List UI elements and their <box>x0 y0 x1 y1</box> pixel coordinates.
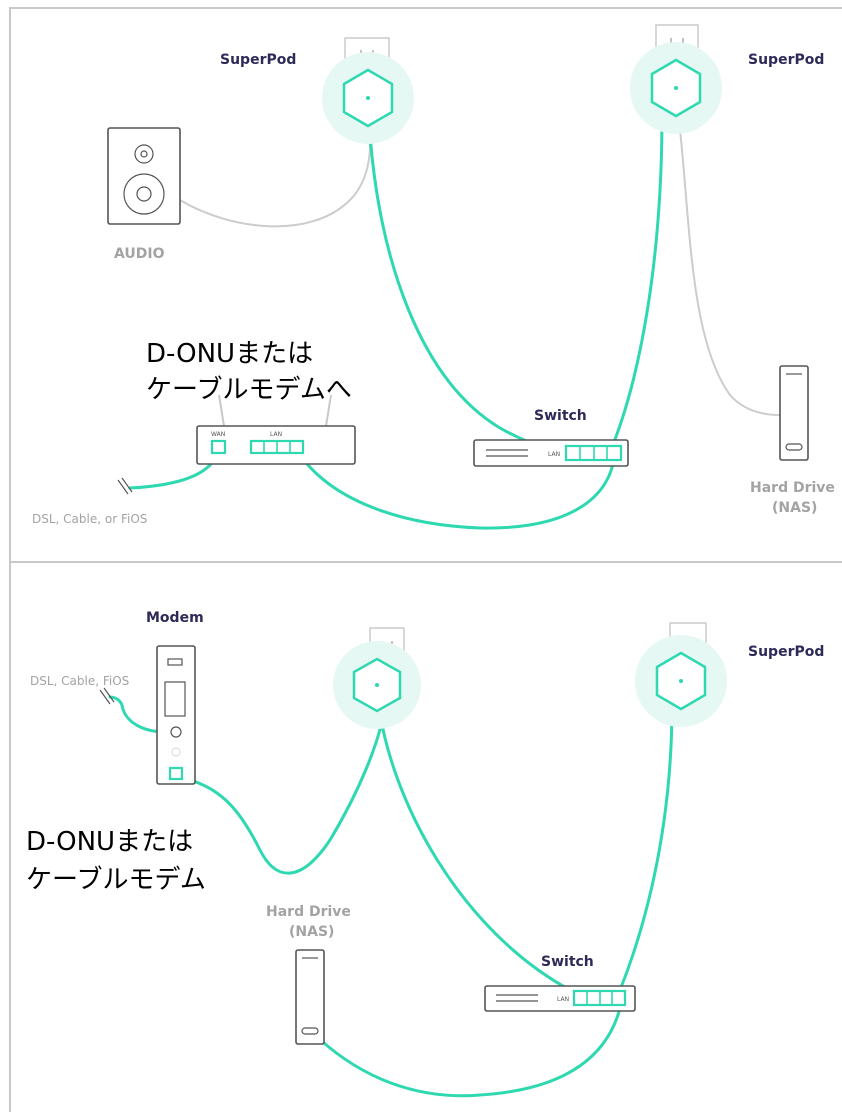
switch <box>484 985 636 1012</box>
nas-drive-icon <box>295 949 325 1045</box>
switch-port-label: LAN <box>548 451 560 458</box>
router-note-line1: D-ONUまたは <box>146 339 313 369</box>
nas-to-switch-cable <box>308 998 624 1098</box>
internet-source-label: DSL, Cable, or FiOS <box>32 512 147 526</box>
cable-end-icon <box>117 477 133 495</box>
switch-label: Switch <box>534 408 587 424</box>
superpod-right-to-switch-cable <box>608 113 664 454</box>
audio-cable <box>179 129 371 228</box>
nas-label-line1: Hard Drive <box>750 480 835 496</box>
cable-end-icon <box>99 687 115 705</box>
top-panel: SuperPod SuperPod AUDIO D-ONUまたは ケーブルモデム… <box>32 24 835 530</box>
nas-label-line1: Hard Drive <box>266 904 351 920</box>
superpod-left <box>322 37 414 144</box>
router-lan-to-switch-cable <box>296 450 616 530</box>
superpod-right <box>630 24 722 134</box>
modem <box>156 645 196 785</box>
nas-drive-icon <box>779 365 809 461</box>
router-note-line2: ケーブルモデムへ <box>146 375 352 405</box>
superpod-center <box>333 627 421 729</box>
modem-input-cable <box>108 695 177 734</box>
nas-cable <box>679 129 781 416</box>
bottom-panel: Modem DSL, Cable, FiOS D-ONUまたは ケーブルモデム <box>26 610 824 1098</box>
modem-lan-port <box>168 766 184 781</box>
superpod-left-label: SuperPod <box>220 52 296 68</box>
modem-label: Modem <box>146 610 204 626</box>
superpod-right <box>635 622 727 727</box>
nas-label-line2: (NAS) <box>289 924 334 940</box>
audio-label: AUDIO <box>114 246 165 262</box>
modem-note-line1: D-ONUまたは <box>26 827 193 857</box>
bottom-internet-source-label: DSL, Cable, FiOS <box>30 674 129 688</box>
lan-port-label: LAN <box>270 431 282 438</box>
nas-label-line2: (NAS) <box>772 500 817 516</box>
superpod-right-to-switch-cable <box>618 703 674 992</box>
superpod-left-to-switch-cable <box>368 133 575 454</box>
wan-port <box>210 439 227 455</box>
switch-label: Switch <box>541 954 594 970</box>
superpod-right-label: SuperPod <box>748 52 824 68</box>
switch <box>473 439 629 467</box>
bottom-panel-frame <box>9 561 842 1112</box>
modem-to-superpod-cable <box>176 708 386 875</box>
switch-port-label: LAN <box>557 996 569 1003</box>
superpod-right-label: SuperPod <box>748 644 824 660</box>
wan-port-label: WAN <box>211 431 225 438</box>
speaker-icon <box>107 127 181 225</box>
superpod-to-switch-cable <box>376 698 584 998</box>
router <box>196 394 356 465</box>
modem-note-line2: ケーブルモデム <box>26 865 206 895</box>
